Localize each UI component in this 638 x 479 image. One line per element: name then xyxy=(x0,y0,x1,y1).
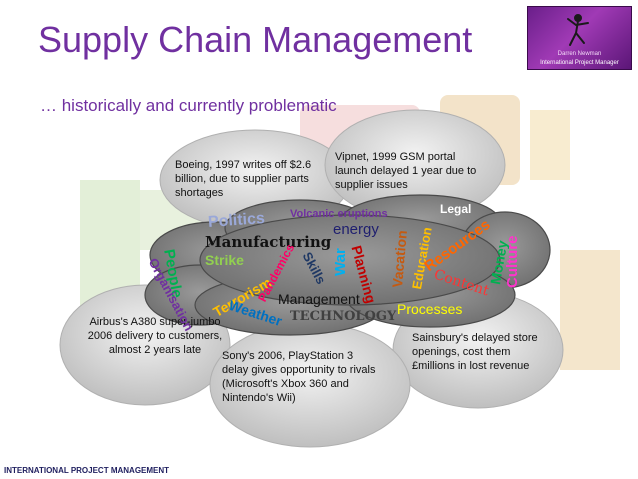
word-war: War xyxy=(332,248,349,276)
dancer-icon xyxy=(567,14,589,46)
callout-boeing: Boeing, 1997 writes off $2.6 billion, du… xyxy=(175,159,312,199)
word-volcanic-eruptions: Volcanic eruptions xyxy=(290,208,388,220)
callout-vipnet: Vipnet, 1999 GSM portal launch delayed 1… xyxy=(335,151,477,191)
slide-title: Supply Chain Management xyxy=(38,19,473,60)
footer-label: INTERNATIONAL PROJECT MANAGEMENT xyxy=(4,466,170,475)
callout-airbus: Airbus's A380 super-jumbo 2006 delivery … xyxy=(87,316,223,356)
word-legal: Legal xyxy=(440,202,472,216)
slide-subtitle: … historically and currently problematic xyxy=(40,96,337,115)
word-processes: Processes xyxy=(397,301,463,317)
word-culture: Culture xyxy=(504,235,521,289)
risk-cloud xyxy=(144,194,551,336)
word-strike: Strike xyxy=(205,252,244,268)
callout-sainsbury: Sainsbury's delayed store openings, cost… xyxy=(412,332,538,372)
word-manufacturing: Manufacturing xyxy=(205,233,332,251)
logo-name: Darren Newman xyxy=(557,51,602,57)
callout-sony: Sony's 2006, PlayStation 3 delay gives o… xyxy=(222,350,376,404)
word-energy: energy xyxy=(333,221,379,238)
logo-role: International Project Manager xyxy=(540,60,619,66)
presenter-logo: Darren Newman International Project Mana… xyxy=(527,6,632,70)
word-technology: TECHNOLOGY xyxy=(290,309,397,324)
word-management: Management xyxy=(278,291,360,307)
